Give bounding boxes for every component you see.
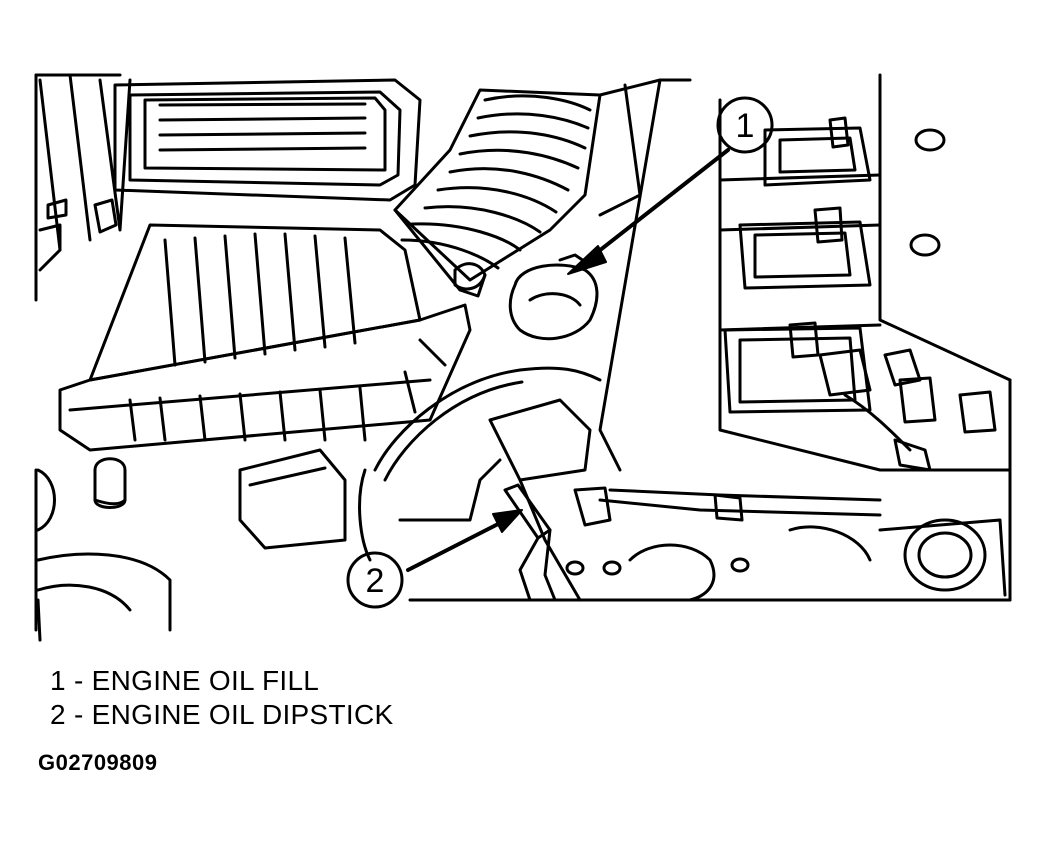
intake-hose bbox=[393, 88, 602, 298]
callout-1-leader bbox=[588, 148, 730, 260]
manifold-holes bbox=[909, 128, 946, 257]
manifold-runners bbox=[723, 126, 872, 414]
legend-item-engine-oil-fill: 1 - ENGINE OIL FILL bbox=[50, 665, 320, 696]
intake-manifold bbox=[598, 73, 1012, 472]
lower-engine bbox=[358, 366, 882, 602]
callout-1-number: 1 bbox=[736, 107, 755, 145]
callout-2-leader bbox=[406, 520, 504, 572]
frame-lines bbox=[34, 73, 1012, 602]
figure-id: G02709809 bbox=[38, 750, 158, 775]
right-side-parts bbox=[843, 348, 1007, 597]
callout-2 bbox=[346, 509, 523, 609]
callout-1-arrowhead bbox=[567, 245, 607, 275]
dipstick-tube bbox=[503, 483, 557, 602]
air-cleaner-housing bbox=[58, 223, 472, 452]
air-cleaner-lid bbox=[113, 78, 422, 202]
callout-1 bbox=[567, 96, 774, 275]
lower-left-parts bbox=[34, 448, 347, 642]
callout-1-circle bbox=[716, 96, 774, 154]
left-fender bbox=[38, 73, 132, 272]
callout-2-arrowhead bbox=[492, 509, 523, 533]
callout-2-circle bbox=[346, 551, 404, 609]
callout-2-number: 2 bbox=[366, 562, 385, 600]
legend-item-engine-oil-dipstick: 2 - ENGINE OIL DIPSTICK bbox=[50, 699, 394, 730]
injector-connectors bbox=[788, 116, 872, 397]
